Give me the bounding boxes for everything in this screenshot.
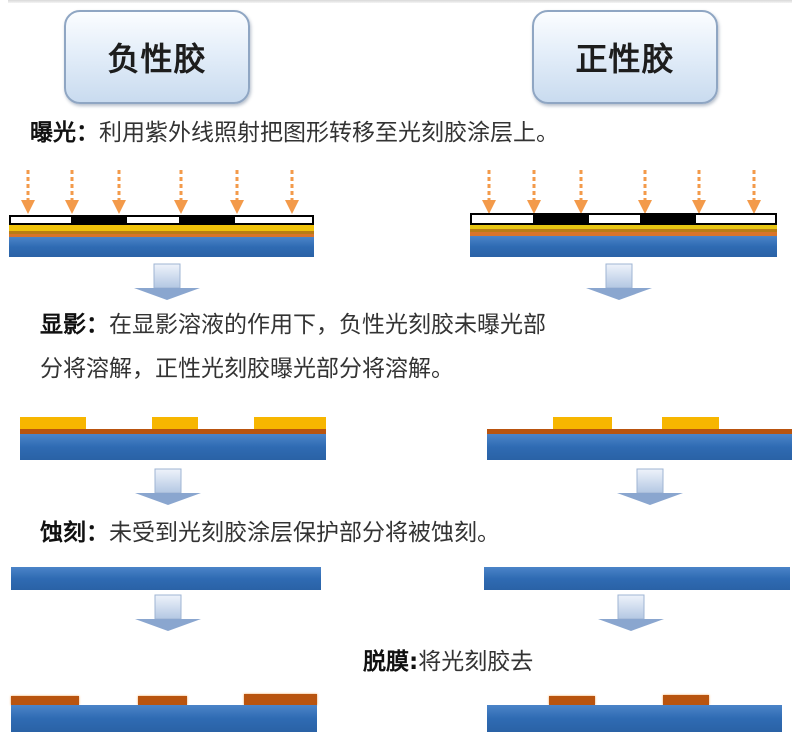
positive-resist-label: 正性胶 xyxy=(575,40,675,78)
mask-opaque-region xyxy=(71,215,127,225)
exposure-description: 利用紫外线照射把图形转移至光刻胶涂层上。 xyxy=(99,120,559,146)
uv-arrow-icon xyxy=(174,170,188,214)
etch-title: 蚀刻： xyxy=(40,520,109,546)
substrate xyxy=(20,434,326,460)
strip-step-text: 脱膜:将光刻胶去 xyxy=(363,647,533,677)
photoresist-shadow xyxy=(9,231,314,234)
uv-arrow-icon xyxy=(747,170,761,214)
flow-down-arrow-icon xyxy=(135,468,201,505)
strip-description: 将光刻胶去 xyxy=(418,649,534,675)
film-pattern xyxy=(663,695,709,705)
mask-opaque-region xyxy=(640,213,696,225)
film-pattern xyxy=(549,696,595,705)
exposure-step-text: 曝光：利用紫外线照射把图形转移至光刻胶涂层上。 xyxy=(30,118,559,148)
etch-description: 未受到光刻胶涂层保护部分将被蚀刻。 xyxy=(109,520,500,546)
photomask xyxy=(9,215,314,225)
film-pattern xyxy=(138,696,187,705)
uv-arrow-icon xyxy=(527,170,541,214)
positive-developed-wafer xyxy=(487,417,792,460)
photoresist-shadow xyxy=(470,229,777,232)
negative-resist-header: 负性胶 xyxy=(64,10,250,104)
negative-final-wafer xyxy=(11,694,317,732)
positive-etched-substrate xyxy=(484,567,790,590)
photoresist-pattern xyxy=(553,417,612,429)
substrate xyxy=(470,236,777,257)
mask-opaque-region xyxy=(179,215,235,225)
develop-step-text-cont: 分将溶解，正性光刻胶曝光部分将溶解。 xyxy=(40,354,454,384)
uv-arrow-icon xyxy=(112,170,126,214)
positive-exposure-wafer xyxy=(470,213,777,257)
develop-title: 显影： xyxy=(40,312,109,338)
develop-step-text: 显影：在显影溶液的作用下，负性光刻胶未曝光部 xyxy=(40,310,546,340)
photoresist-pattern xyxy=(254,417,326,429)
negative-exposure-wafer xyxy=(9,215,314,257)
uv-arrow-icon xyxy=(574,170,588,214)
film-pattern xyxy=(244,694,317,705)
substrate xyxy=(487,705,782,732)
uv-arrow-icon xyxy=(482,170,496,214)
photoresist-pattern xyxy=(20,417,86,429)
negative-developed-wafer xyxy=(20,417,326,460)
photoresist-layer xyxy=(9,225,314,231)
film-layer xyxy=(20,429,326,434)
photoresist-pattern xyxy=(152,417,198,429)
uv-arrow-icon xyxy=(692,170,706,214)
develop-description-line2: 分将溶解，正性光刻胶曝光部分将溶解。 xyxy=(40,356,454,382)
uv-arrow-icon xyxy=(638,170,652,214)
flow-down-arrow-icon xyxy=(617,468,683,505)
film-layer xyxy=(9,234,314,237)
exposure-title: 曝光： xyxy=(30,120,99,146)
uv-arrow-icon xyxy=(65,170,79,214)
film-layer xyxy=(487,429,792,434)
uv-arrow-icon xyxy=(230,170,244,214)
mask-opaque-region xyxy=(533,213,589,225)
uv-arrow-icon xyxy=(285,170,299,214)
substrate xyxy=(487,434,792,460)
photoresist-layer xyxy=(470,225,777,229)
flow-down-arrow-icon xyxy=(586,263,652,300)
film-layer xyxy=(470,232,777,236)
uv-arrow-icon xyxy=(21,170,35,214)
top-border xyxy=(8,0,792,3)
strip-title: 脱膜: xyxy=(363,649,419,675)
negative-etched-substrate xyxy=(11,567,321,590)
positive-resist-header: 正性胶 xyxy=(532,10,718,104)
substrate xyxy=(11,705,317,732)
flow-down-arrow-icon xyxy=(598,594,664,631)
photomask xyxy=(470,213,777,225)
etch-step-text: 蚀刻：未受到光刻胶涂层保护部分将被蚀刻。 xyxy=(40,518,500,548)
film-pattern xyxy=(11,696,79,705)
positive-final-wafer xyxy=(487,694,782,732)
substrate xyxy=(9,237,314,257)
flow-down-arrow-icon xyxy=(134,263,200,300)
photoresist-pattern xyxy=(662,417,719,429)
develop-description-line1: 在显影溶液的作用下，负性光刻胶未曝光部 xyxy=(109,312,546,338)
negative-resist-label: 负性胶 xyxy=(107,40,207,78)
flow-down-arrow-icon xyxy=(135,594,201,631)
